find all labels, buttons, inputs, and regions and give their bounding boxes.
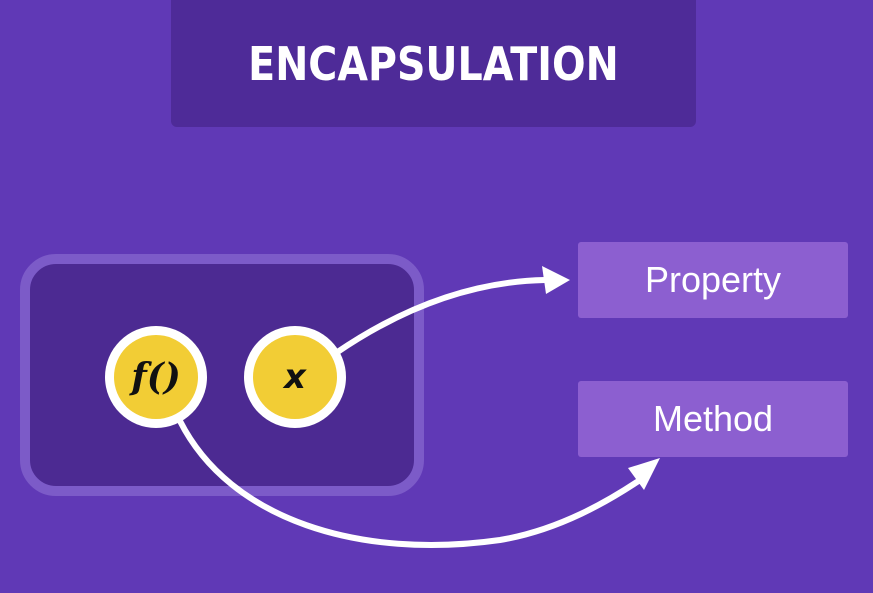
method-symbol-circle: f() — [105, 326, 207, 428]
object-capsule — [20, 254, 424, 496]
property-symbol-circle: x — [244, 326, 346, 428]
property-symbol: x — [253, 335, 337, 419]
method-label: Method — [652, 398, 774, 439]
method-label-box: Method — [578, 381, 848, 457]
property-connector-line — [333, 277, 548, 356]
method-symbol: f() — [114, 335, 198, 419]
method-connector-line — [177, 418, 643, 548]
property-label-box: Property — [578, 242, 848, 318]
property-label: Property — [644, 259, 782, 300]
page-title: ENCAPSULATION — [248, 36, 619, 91]
method-arrow-icon — [628, 458, 660, 490]
property-arrow-icon — [542, 266, 570, 294]
title-banner: ENCAPSULATION — [171, 0, 696, 127]
